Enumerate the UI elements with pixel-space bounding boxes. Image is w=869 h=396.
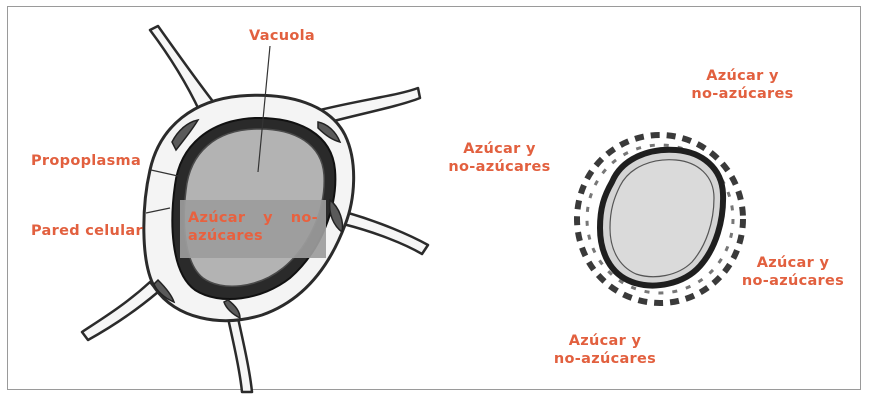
outer-label-top: Azúcar y no-azúcares xyxy=(675,67,810,103)
outer-label-bottom: Azúcar y no-azúcares xyxy=(540,332,670,368)
outer-label-line1: Azúcar y xyxy=(675,67,810,85)
outer-label-line2: no-azúcares xyxy=(540,350,670,368)
label-propoplasma: Propoplasma xyxy=(31,152,141,170)
label-inner-sugars: Azúcar y no-azúcares xyxy=(188,209,318,245)
outer-label-left: Azúcar y no-azúcares xyxy=(437,140,562,176)
outer-label-line2: no-azúcares xyxy=(437,158,562,176)
outer-label-line1: Azúcar y xyxy=(437,140,562,158)
outer-label-line1: Azúcar y xyxy=(728,254,858,272)
label-vacuola: Vacuola xyxy=(249,27,315,45)
right-cell xyxy=(577,135,743,303)
outer-label-right: Azúcar y no-azúcares xyxy=(728,254,858,290)
label-pared-celular: Pared celular xyxy=(31,222,143,240)
outer-label-line2: no-azúcares xyxy=(675,85,810,103)
outer-label-line1: Azúcar y xyxy=(540,332,670,350)
outer-label-line2: no-azúcares xyxy=(728,272,858,290)
